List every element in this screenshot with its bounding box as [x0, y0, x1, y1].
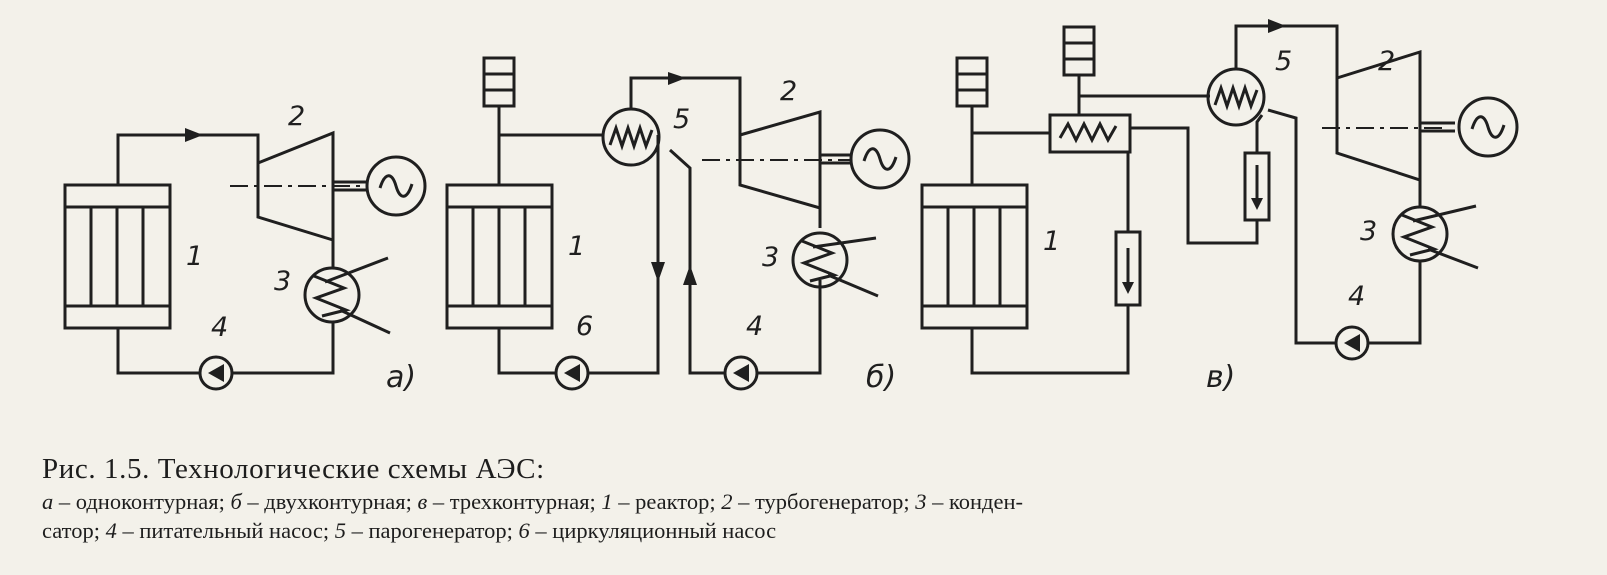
scheme-b-label-feed-pump: 4	[746, 311, 763, 342]
nuclear-plant-schemes-diagram: 1 2 3 4 а)	[63, 19, 1519, 395]
scheme-v-condenser	[1391, 204, 1479, 270]
scheme-v-secondary-pipes	[1234, 24, 1422, 345]
legend-item: а – одноконтурная;	[42, 489, 231, 514]
scheme-b-circ-pump	[554, 355, 590, 391]
scheme-a-sublabel: а)	[386, 360, 416, 395]
legend-item: 5 – парогенератор;	[334, 518, 519, 543]
scheme-b-primary-pipes	[497, 133, 660, 375]
scheme-v-label-turbine: 2	[1378, 46, 1395, 77]
scheme-b-reactor	[445, 183, 554, 330]
scheme-v-label-condenser: 3	[1360, 216, 1377, 247]
scheme-b-sublabel: б)	[866, 360, 896, 395]
scheme-v-feed-pump	[1334, 325, 1370, 361]
scheme-b-label-circ-pump: 6	[576, 311, 593, 342]
scheme-v-label-steam-generator: 5	[1275, 46, 1292, 77]
caption-legend-line-2: сатор; 4 – питательный насос; 5 – пароге…	[42, 517, 1572, 544]
legend-item: 4 – питательный насос;	[105, 518, 335, 543]
scheme-v-pump-primary	[1114, 230, 1142, 307]
legend-item: 6 – циркуляционный насос	[518, 518, 777, 543]
scheme-b-label-reactor: 1	[568, 231, 585, 262]
scheme-a-flow-arrow	[185, 128, 203, 142]
scheme-v-sublabel: в)	[1206, 360, 1235, 395]
scheme-b-condenser	[791, 231, 879, 298]
scheme-b-label-turbine: 2	[780, 76, 797, 107]
scheme-v-intermediate-heat-exchanger	[1048, 113, 1132, 154]
scheme-a-turbine	[230, 130, 367, 243]
scheme-b-generator	[849, 128, 911, 190]
scheme-b-flow-arrow-down	[651, 262, 665, 282]
scheme-v-intermediate-pipes	[1077, 94, 1264, 245]
scheme-a-condenser	[303, 256, 391, 335]
legend-item: 2 – турбогенератор;	[721, 489, 916, 514]
scheme-v-steam-generator	[1206, 67, 1266, 127]
scheme-v-generator	[1457, 96, 1519, 158]
scheme-b-label-steam-generator: 5	[673, 104, 690, 135]
scheme-v-label-reactor: 1	[1043, 226, 1060, 257]
scheme-v-pump-intermediate	[1243, 151, 1271, 222]
scheme-a-reactor	[63, 183, 172, 330]
legend-item: в – трехконтурная;	[417, 489, 602, 514]
scheme-a-feed-pump	[198, 355, 234, 391]
scheme-a-label-condenser: 3	[274, 266, 291, 297]
scheme-b: 1 2 5 3 6 4 б)	[445, 56, 911, 395]
scheme-v-pressurizer-2	[1062, 25, 1096, 96]
scheme-b-feed-pump	[723, 355, 759, 391]
scheme-v-turbine	[1322, 49, 1455, 183]
scheme-a-label-reactor: 1	[186, 241, 203, 272]
scheme-a-label-feed-pump: 4	[211, 312, 228, 343]
scheme-a: 1 2 3 4 а)	[63, 101, 427, 395]
scheme-b-generator-icon	[862, 147, 898, 171]
scheme-a-label-turbine: 2	[288, 101, 305, 132]
legend-item: 1 – реактор;	[601, 489, 722, 514]
figure-caption: Рис. 1.5. Технологические схемы АЭС: а –…	[42, 452, 1572, 544]
scheme-v-label-feed-pump: 4	[1348, 281, 1365, 312]
scheme-v-pressurizer-1	[955, 56, 989, 133]
scheme-v-flow-arrow-top	[1268, 19, 1286, 33]
scheme-v-primary-pipes	[970, 131, 1130, 375]
scheme-v-generator-icon	[1470, 115, 1506, 139]
scheme-a-generator	[365, 155, 427, 217]
scheme-a-generator-icon	[378, 174, 414, 198]
scheme-b-flow-arrow-top	[668, 72, 686, 85]
caption-legend-line-1: а – одноконтурная; б – двухконтурная; в …	[42, 488, 1572, 515]
scheme-b-steam-generator	[601, 107, 661, 167]
legend-item: б – двухконтурная;	[230, 489, 418, 514]
legend-item: сатор;	[42, 518, 106, 543]
scheme-b-pressurizer	[482, 56, 516, 135]
scheme-v-reactor	[920, 183, 1029, 330]
scheme-b-flow-arrow-up	[683, 265, 697, 285]
scheme-b-turbine	[702, 110, 852, 210]
caption-title: Рис. 1.5. Технологические схемы АЭС:	[42, 453, 545, 485]
scheme-b-label-condenser: 3	[762, 242, 779, 273]
legend-item: 3 – конден-	[915, 489, 1024, 514]
scheme-v: 1 2 5 3 4 в)	[920, 19, 1519, 395]
